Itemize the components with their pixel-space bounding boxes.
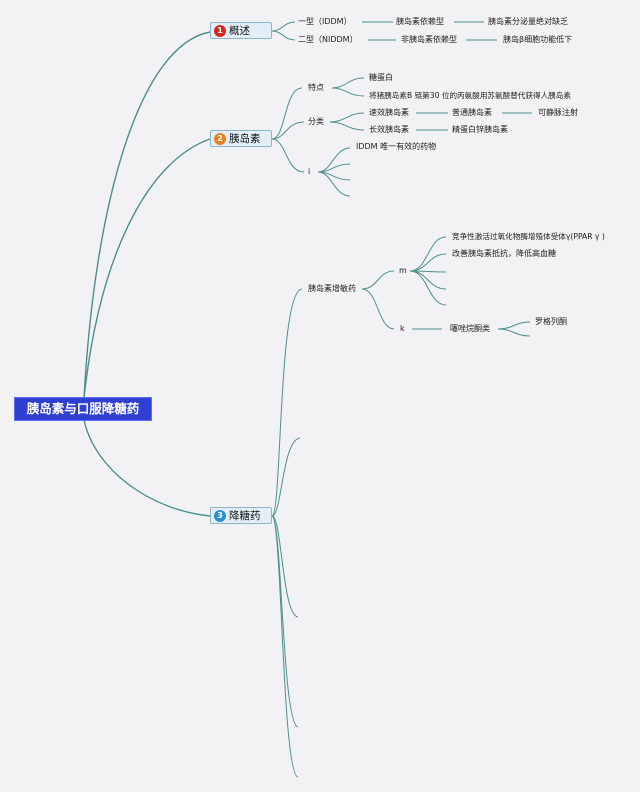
connector-sensitizer-m bbox=[361, 270, 395, 290]
connector-drugs-b3 bbox=[271, 515, 299, 618]
topic-drugs-label: 降糖药 bbox=[229, 510, 261, 522]
connector-m-item-1 bbox=[409, 236, 447, 272]
node-feature-2[interactable]: 将猪胰岛素B 链第30 位的丙氨酸用苏氨酸替代获得人胰岛素 bbox=[369, 91, 571, 100]
node-i[interactable]: i bbox=[308, 167, 311, 176]
connector-features-1 bbox=[331, 77, 365, 89]
node-type1-cause[interactable]: 胰岛素分泌量绝对缺乏 bbox=[488, 17, 568, 26]
node-type2[interactable]: 二型（NIDDM） bbox=[298, 35, 358, 44]
number-badge-3: 3 bbox=[214, 509, 226, 522]
topic-insulin-label: 胰岛素 bbox=[229, 133, 261, 145]
node-classification[interactable]: 分类 bbox=[308, 117, 324, 126]
connector-tzd-b2 bbox=[497, 328, 531, 337]
number-badge-1: 1 bbox=[214, 24, 226, 37]
connector-i-item-4 bbox=[317, 171, 351, 197]
connector-m-item-2 bbox=[409, 253, 447, 272]
node-type1-dep[interactable]: 胰岛素依赖型 bbox=[396, 17, 444, 26]
node-tzd[interactable]: 噻唑烷酮类 bbox=[450, 324, 490, 333]
node-type1[interactable]: 一型（IDDM） bbox=[298, 17, 352, 26]
topic-insulin[interactable]: 2 胰岛素 bbox=[210, 130, 272, 147]
connector-m-item-4 bbox=[409, 270, 447, 290]
connector-insulin-i bbox=[271, 138, 305, 173]
node-rosiglitazone[interactable]: 罗格列酮 bbox=[535, 317, 567, 326]
connector-drugs-sensitizer bbox=[271, 288, 303, 517]
connector-overview-type1 bbox=[271, 21, 296, 32]
connector-root-overview bbox=[83, 31, 211, 399]
node-protamine[interactable]: 精蛋白锌胰岛素 bbox=[452, 125, 508, 134]
connector-root-drugs bbox=[83, 419, 211, 517]
number-badge-2: 2 bbox=[214, 132, 226, 145]
central-topic[interactable]: 胰岛素与口服降糖药 bbox=[14, 397, 152, 421]
node-k[interactable]: k bbox=[400, 324, 405, 333]
node-i-item-1[interactable]: IDDM 唯一有效的药物 bbox=[356, 142, 437, 151]
connector-insulin-features bbox=[271, 87, 303, 140]
connector-overview-type2 bbox=[271, 30, 296, 41]
topic-overview[interactable]: 1 概述 bbox=[210, 22, 272, 39]
node-type2-cause[interactable]: 胰岛β细胞功能低下 bbox=[503, 35, 573, 44]
node-m-item-2[interactable]: 改善胰岛素抵抗，降低高血糖 bbox=[452, 249, 556, 258]
connector-i-item-1 bbox=[317, 147, 351, 173]
node-feature-1[interactable]: 糖蛋白 bbox=[369, 73, 393, 82]
node-type2-dep[interactable]: 非胰岛素依赖型 bbox=[401, 35, 457, 44]
node-features[interactable]: 特点 bbox=[308, 83, 324, 92]
node-m-item-1[interactable]: 竞争性激活过氧化物酶增殖体受体γ(PPAR γ ) bbox=[452, 232, 605, 241]
node-fast-insulin[interactable]: 速效胰岛素 bbox=[369, 108, 409, 117]
node-regular-insulin[interactable]: 普通胰岛素 bbox=[452, 108, 492, 117]
connector-m-item-5 bbox=[409, 270, 447, 306]
connector-insulin-class bbox=[271, 121, 305, 140]
connector-root-insulin bbox=[83, 138, 211, 399]
connector-sensitizer-k bbox=[361, 288, 395, 330]
node-sensitizer[interactable]: 胰岛素增敏药 bbox=[308, 284, 356, 293]
connector-class-long bbox=[329, 121, 365, 131]
topic-drugs[interactable]: 3 降糖药 bbox=[210, 507, 272, 524]
connector-drugs-b5 bbox=[271, 515, 299, 778]
node-long-insulin[interactable]: 长效胰岛素 bbox=[369, 125, 409, 134]
topic-overview-label: 概述 bbox=[229, 25, 250, 37]
connector-tzd-rosi bbox=[497, 321, 531, 330]
connector-features-2 bbox=[331, 87, 365, 97]
connector-drugs-b4 bbox=[271, 515, 299, 728]
connector-drugs-b2 bbox=[271, 437, 301, 517]
node-iv[interactable]: 可静脉注射 bbox=[538, 108, 578, 117]
connector-class-fast bbox=[329, 112, 365, 123]
node-m[interactable]: m bbox=[399, 266, 407, 275]
